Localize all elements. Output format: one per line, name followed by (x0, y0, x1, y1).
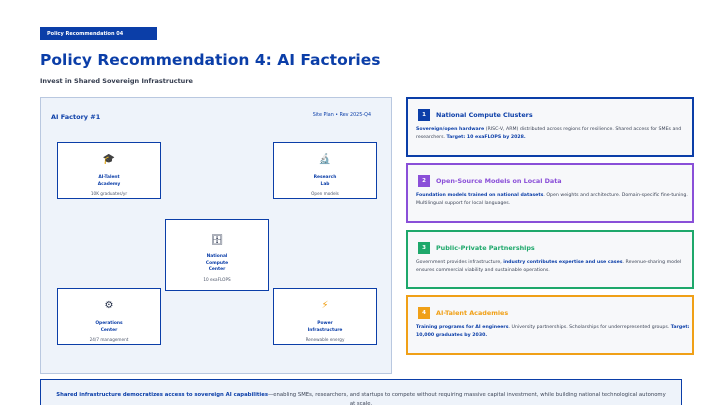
card-emph: Target: 10,000 graduates by 2030. (416, 325, 690, 338)
node-lab: 🔬 Research Lab Open models (273, 142, 377, 199)
server-icon: 🗄 (210, 235, 224, 246)
node-name: Power Infrastructure (307, 321, 343, 333)
node-compute: 🗄 National Compute Center 10 exaFLOPS (165, 219, 269, 291)
footer-callout: Shared infrastructure democratizes acces… (40, 379, 682, 405)
card-body: Foundation models trained on national da… (416, 192, 690, 208)
node-operations: ⚙ Operations Center 24/7 management (57, 288, 161, 345)
card-compute: 1 National Compute Clusters Sovereign/op… (406, 97, 694, 157)
page-subtitle: Invest in Shared Sovereign Infrastructur… (40, 77, 193, 85)
node-name: Operations Center (95, 321, 123, 333)
card-lead: Training programs for AI engineers (416, 325, 509, 330)
node-sub: 24/7 management (89, 337, 129, 342)
node-sub: Renewable energy (305, 337, 345, 342)
gear-icon: ⚙ (104, 300, 114, 311)
card-body: Government provides infrastructure, indu… (416, 259, 690, 275)
card-emph: Target: 10 exaFLOPS by 2028. (446, 135, 526, 140)
diagram-title: AI Factory #1 (51, 113, 101, 121)
card-emph: industry contributes expertise and use c… (503, 260, 623, 265)
card-title: National Compute Clusters (436, 111, 533, 119)
footer-lead: Shared infrastructure democratizes acces… (56, 392, 268, 398)
card-body: Sovereign/open hardware (RISC-V, ARM) di… (416, 126, 690, 142)
card-title: Public-Private Partnerships (436, 244, 535, 252)
graduation-cap-icon: 🎓 (102, 154, 116, 165)
card-lead: Sovereign/open hardware (416, 127, 485, 132)
site-plan-diagram: AI Factory #1 Site Plan • Rev 2025-Q4 🎓 … (40, 97, 392, 374)
section-tag: Policy Recommendation 04 (40, 27, 157, 40)
node-sub: 10 exaFLOPS (203, 276, 231, 282)
card-number: 4 (418, 307, 430, 319)
card-text: (RISC-V, ARM) distributed across regions… (416, 127, 682, 140)
card-number: 2 (418, 175, 430, 187)
node-sub: 10K graduates/yr (90, 191, 128, 196)
card-text: . University partnerships. Scholarships … (508, 325, 671, 330)
page-title: Policy Recommendation 4: AI Factories (40, 51, 381, 69)
footer-text: —enabling SMEs, researchers, and startup… (267, 392, 666, 405)
card-number: 3 (418, 242, 430, 254)
card-partnerships: 3 Public-Private Partnerships Government… (406, 230, 694, 289)
card-academies: 4 AI-Talent Academies Training programs … (406, 295, 694, 355)
card-title: AI-Talent Academies (436, 309, 509, 317)
card-title: Open-Source Models on Local Data (436, 177, 562, 185)
node-name: Research Lab (313, 175, 337, 187)
node-name: National Compute Center (205, 254, 229, 272)
card-text-2: . Revenue-sharing model ensures commerci… (416, 260, 682, 273)
card-number: 1 (418, 109, 430, 121)
card-text: Government provides infrastructure, (416, 260, 504, 265)
diagram-meta: Site Plan • Rev 2025-Q4 (312, 113, 371, 118)
microscope-icon: 🔬 (318, 154, 332, 165)
node-sub: Open models (311, 191, 339, 196)
card-text: . Open weights and architecture. Domain-… (416, 193, 688, 206)
lightning-icon: ⚡ (321, 300, 329, 311)
card-lead: Foundation models trained on national da… (416, 193, 544, 198)
node-name: AI-Talent Academy (97, 175, 121, 187)
node-academy: 🎓 AI-Talent Academy 10K graduates/yr (57, 142, 161, 199)
node-power: ⚡ Power Infrastructure Renewable energy (273, 288, 377, 345)
card-models: 2 Open-Source Models on Local Data Found… (406, 163, 694, 223)
card-body: Training programs for AI engineers. Univ… (416, 324, 690, 340)
